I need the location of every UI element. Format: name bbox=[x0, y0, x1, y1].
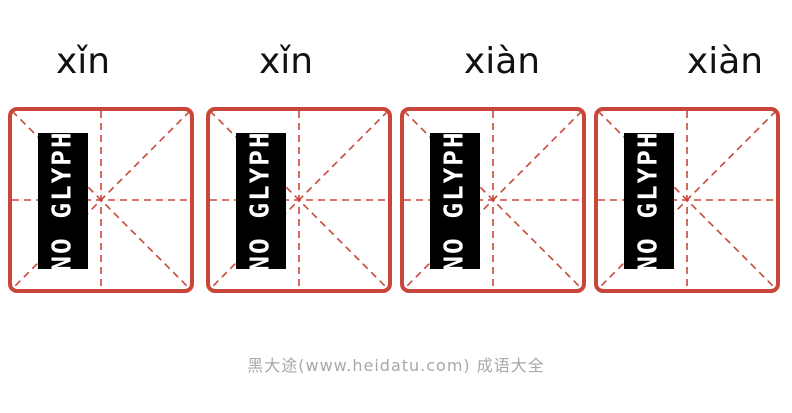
character-grid-cell: NO GLYPH bbox=[594, 107, 780, 293]
character-grid-cell: NO GLYPH bbox=[8, 107, 194, 293]
missing-glyph-box: NO GLYPH bbox=[624, 130, 674, 272]
missing-glyph-box: NO GLYPH bbox=[38, 130, 88, 272]
missing-glyph-box: NO GLYPH bbox=[236, 130, 286, 272]
glyph-text: NO GLYPH bbox=[48, 130, 79, 272]
glyph-text: NO GLYPH bbox=[440, 130, 471, 272]
missing-glyph-box: NO GLYPH bbox=[430, 130, 480, 272]
glyph-text: NO GLYPH bbox=[634, 130, 665, 272]
glyph-text: NO GLYPH bbox=[246, 130, 277, 272]
character-grid-cell: NO GLYPH bbox=[206, 107, 392, 293]
site-footer-credit: 黑大途(www.heidatu.com) 成语大全 bbox=[247, 356, 545, 375]
pinyin-label: xǐn bbox=[55, 41, 111, 82]
pinyin-label: xǐn bbox=[258, 41, 314, 82]
character-grid-cell: NO GLYPH bbox=[400, 107, 586, 293]
pinyin-label: xiàn bbox=[686, 41, 764, 82]
pinyin-label: xiàn bbox=[463, 41, 541, 82]
